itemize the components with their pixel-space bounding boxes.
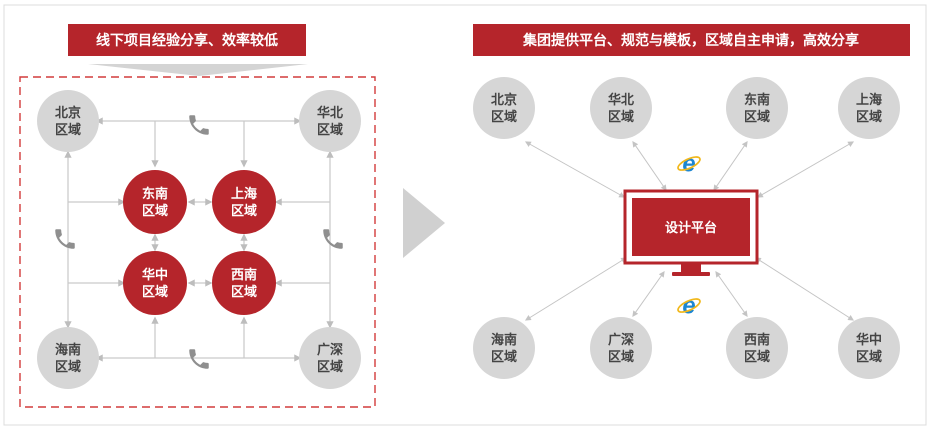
right-connectors <box>524 141 855 321</box>
left-title-banner <box>68 24 306 56</box>
svg-text:广深: 广深 <box>608 332 634 347</box>
right-node-guangshen: 广深 区域 <box>590 317 652 379</box>
left-connectors <box>64 117 334 362</box>
svg-text:区域: 区域 <box>317 359 343 374</box>
svg-text:华中: 华中 <box>856 332 882 347</box>
right-node-xinan: 西南 区域 <box>726 317 788 379</box>
svg-text:广深: 广深 <box>317 342 343 357</box>
svg-text:西南: 西南 <box>744 332 770 347</box>
svg-text:区域: 区域 <box>608 349 634 364</box>
svg-text:华中: 华中 <box>142 267 168 282</box>
platform-label: 设计平台 <box>665 220 717 235</box>
right-node-dongnan: 东南 区域 <box>726 77 788 139</box>
left-node-huabei: 华北 区域 <box>299 90 361 152</box>
svg-text:北京: 北京 <box>55 105 81 120</box>
right-node-shanghai: 上海 区域 <box>838 77 900 139</box>
svg-text:东南: 东南 <box>744 92 770 107</box>
left-node-shanghai: 上海 区域 <box>212 170 276 234</box>
left-node-xinan: 西南 区域 <box>212 251 276 315</box>
play-arrow-icon <box>403 188 445 258</box>
left-node-huazhong: 华中 区域 <box>123 251 187 315</box>
svg-text:区域: 区域 <box>142 284 168 299</box>
left-node-dongnan: 东南 区域 <box>123 170 187 234</box>
left-panel: 线下项目经验分享、效率较低 <box>19 24 376 408</box>
left-dashed-boundary <box>19 76 376 408</box>
svg-text:区域: 区域 <box>142 203 168 218</box>
left-node-beijing: 北京 区域 <box>37 90 99 152</box>
svg-text:海南: 海南 <box>55 342 81 357</box>
svg-text:区域: 区域 <box>231 203 257 218</box>
svg-text:东南: 东南 <box>142 186 168 201</box>
svg-text:北京: 北京 <box>491 92 517 107</box>
right-node-huazhong: 华中 区域 <box>838 317 900 379</box>
right-title: 集团提供平台、规范与模板，区域自主申请，高效分享 <box>522 32 859 48</box>
left-node-hainan: 海南 区域 <box>37 327 99 389</box>
right-node-huabei: 华北 区域 <box>590 77 652 139</box>
svg-text:区域: 区域 <box>55 359 81 374</box>
left-node-guangshen: 广深 区域 <box>299 327 361 389</box>
right-node-hainan: 海南 区域 <box>473 317 535 379</box>
left-title: 线下项目经验分享、效率较低 <box>96 32 278 48</box>
left-title-pointer <box>88 64 308 76</box>
svg-text:区域: 区域 <box>608 109 634 124</box>
right-node-beijing: 北京 区域 <box>473 77 535 139</box>
svg-text:区域: 区域 <box>856 109 882 124</box>
right-panel: 集团提供平台、规范与模板，区域自主申请，高效分享 设计平台 北京 区 <box>473 24 910 379</box>
monitor-icon <box>623 189 759 276</box>
right-title-banner <box>473 24 910 56</box>
svg-text:区域: 区域 <box>744 109 770 124</box>
svg-text:西南: 西南 <box>231 267 257 282</box>
svg-text:上海: 上海 <box>231 186 257 201</box>
svg-text:区域: 区域 <box>231 284 257 299</box>
svg-text:华北: 华北 <box>317 105 343 120</box>
svg-text:区域: 区域 <box>55 122 81 137</box>
svg-text:区域: 区域 <box>317 122 343 137</box>
svg-text:上海: 上海 <box>856 92 882 107</box>
svg-text:区域: 区域 <box>491 349 517 364</box>
svg-text:区域: 区域 <box>856 349 882 364</box>
svg-text:海南: 海南 <box>491 332 517 347</box>
svg-text:华北: 华北 <box>608 92 634 107</box>
svg-text:区域: 区域 <box>744 349 770 364</box>
svg-text:区域: 区域 <box>491 109 517 124</box>
